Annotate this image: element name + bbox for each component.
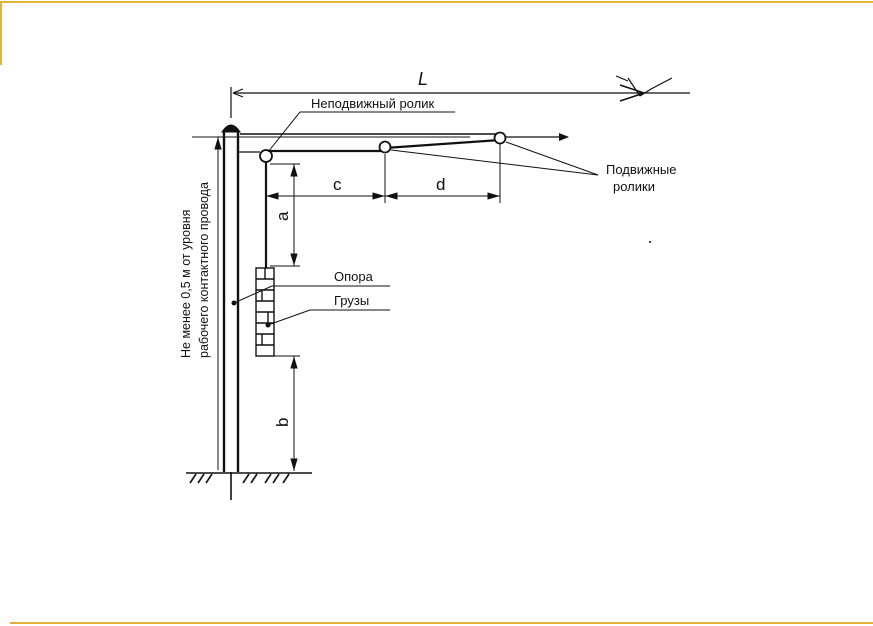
dimension-b-label: b <box>273 418 292 427</box>
support-pole <box>221 124 241 500</box>
scan-dot <box>649 241 651 243</box>
bottom-accent-rule <box>10 622 873 624</box>
moving-rollers-label-1: Подвижные <box>606 162 677 177</box>
support-weights-leaders <box>233 285 390 326</box>
ground <box>186 472 312 484</box>
moving-roller-1 <box>378 140 392 154</box>
weights-label: Грузы <box>334 293 369 308</box>
dimension-c-label: c <box>333 175 342 194</box>
left-accent-rule <box>0 1 2 65</box>
dimension-c-d <box>266 144 501 203</box>
dimension-b <box>270 355 300 471</box>
dimension-L-label: L <box>418 69 428 89</box>
fixed-roller <box>259 149 273 163</box>
support-label: Опора <box>334 269 374 284</box>
fixed-roller-leader <box>267 111 455 153</box>
vertical-dimension <box>214 137 222 470</box>
dimension-d-label: d <box>436 175 445 194</box>
support-leader-dot <box>231 300 237 306</box>
moving-roller-2 <box>493 131 507 145</box>
top-accent-rule <box>0 1 873 3</box>
moving-rollers-leaders <box>390 141 599 176</box>
vertical-note-line2: рабочего контактного провода <box>197 182 211 358</box>
dimension-L <box>230 75 690 118</box>
weights-stack <box>255 267 275 357</box>
moving-rollers-label-2: ролики <box>613 179 655 194</box>
vertical-note-line1: Не менее 0,5 м от уровня <box>179 210 193 358</box>
cable-system <box>238 133 569 268</box>
fixed-roller-label: Неподвижный ролик <box>311 96 434 111</box>
weights-leader-dot <box>265 322 271 328</box>
dimension-a <box>270 163 300 267</box>
dimension-a-label: a <box>273 211 292 221</box>
